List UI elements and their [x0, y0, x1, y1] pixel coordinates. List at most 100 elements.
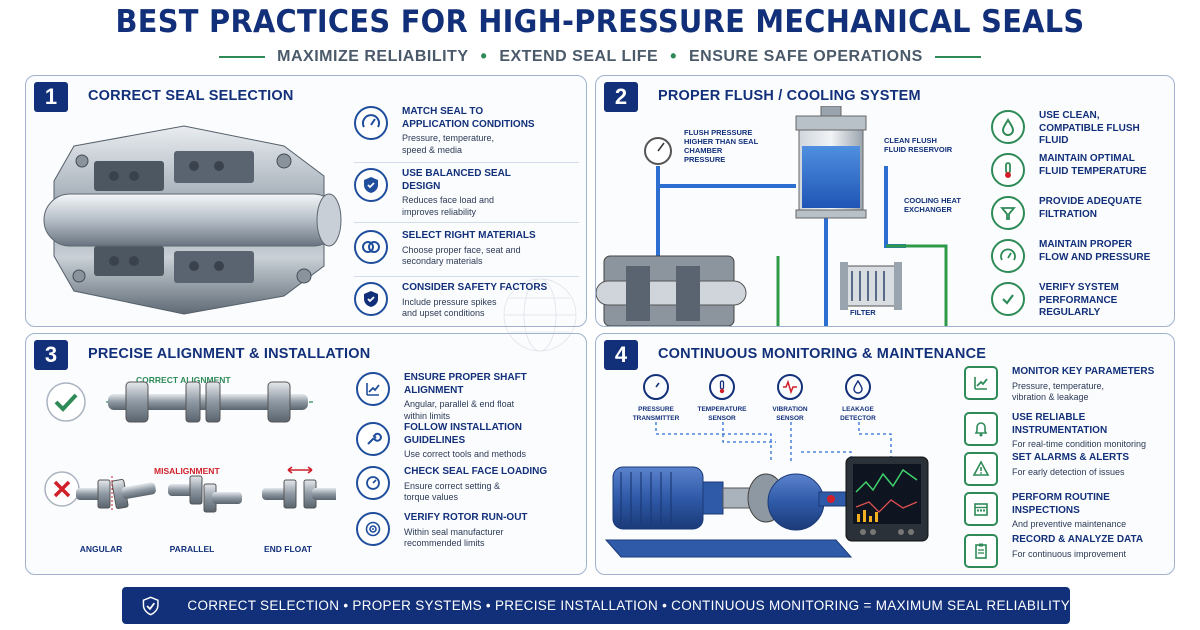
label-end-float: END FLOAT	[263, 544, 312, 554]
item-desc: Pressure, temperature, vibration & leaka…	[1012, 380, 1105, 403]
item-desc: Within seal manufacturer recommended lim…	[404, 526, 504, 549]
panel-number: 3	[34, 340, 68, 370]
label-vibration-sensor: VIBRATION SENSOR	[772, 406, 808, 422]
clipboard-icon	[964, 534, 998, 568]
filter-icon	[991, 196, 1025, 230]
item-title: SET ALARMS & ALERTS	[1012, 452, 1130, 463]
footer-text: CORRECT SELECTION • PROPER SYSTEMS • PRE…	[187, 598, 1070, 613]
label-reservoir: CLEAN FLUSH FLUID RESERVOIR	[884, 136, 953, 154]
rings-icon	[354, 230, 388, 264]
label-temperature-sensor: TEMPERATURE SENSOR	[697, 406, 747, 422]
item-desc: For real-time condition monitoring	[1012, 439, 1147, 449]
shield-check-icon	[354, 282, 388, 316]
item-desc: And preventive maintenance	[1012, 519, 1127, 529]
item-title: VERIFY ROTOR RUN-OUT	[404, 512, 528, 523]
item-title: RECORD & ANALYZE DATA	[1012, 534, 1144, 545]
droplet-icon	[845, 374, 871, 400]
list-item: MAINTAIN OPTIMAL FLUID TEMPERATURE	[991, 153, 1171, 187]
list-item: USE CLEAN, COMPATIBLE FLUSH FLUID	[991, 110, 1171, 148]
mechanical-seal-illustration	[43, 125, 342, 315]
list-item: SELECT RIGHT MATERIALS Choose proper fac…	[354, 230, 579, 268]
calendar-icon	[964, 492, 998, 526]
pump-monitoring-illustration	[604, 422, 929, 558]
item-desc: For continuous improvement	[1012, 548, 1127, 559]
list-item: VERIFY ROTOR RUN-OUT Within seal manufac…	[356, 512, 581, 550]
thermometer-icon	[991, 153, 1025, 187]
list-item: SET ALARMS & ALERTS For early detection …	[964, 452, 1169, 486]
trend-icon	[964, 366, 998, 400]
panel-2-items: USE CLEAN, COMPATIBLE FLUSH FLUID MAINTA…	[991, 110, 1171, 325]
page-subtitle: MAXIMIZE RELIABILITY • EXTEND SEAL LIFE …	[0, 46, 1200, 67]
warning-icon	[964, 452, 998, 486]
panel-flush-cooling: 2 PROPER FLUSH / COOLING SYSTEM	[595, 75, 1175, 327]
list-item: ENSURE PROPER SHAFT ALIGNMENT Angular, p…	[356, 372, 581, 422]
panel-monitoring: 4 CONTINUOUS MONITORING & MAINTENANCE PR…	[595, 333, 1175, 575]
subtitle-dot: •	[480, 46, 488, 66]
list-item: VERIFY SYSTEM PERFORMANCE REGULARLY	[991, 282, 1171, 320]
item-title: MAINTAIN PROPER FLOW AND PRESSURE	[1039, 239, 1151, 263]
trend-icon	[356, 372, 390, 406]
item-title: MATCH SEAL TO APPLICATION CONDITIONS	[402, 106, 535, 130]
list-item: CHECK SEAL FACE LOADING Ensure correct s…	[356, 466, 581, 504]
item-title: PERFORM ROUTINE INSPECTIONS	[1012, 492, 1110, 516]
label-heat-exchanger: COOLING HEAT EXCHANGER	[904, 196, 961, 214]
page-title: BEST PRACTICES FOR HIGH-PRESSURE MECHANI…	[115, 4, 1085, 40]
item-desc: Ensure correct setting & torque values	[404, 480, 501, 503]
droplet-icon	[991, 110, 1025, 144]
shield-check-icon	[142, 596, 159, 615]
dial-icon	[356, 466, 390, 500]
item-title: FOLLOW INSTALLATION GUIDELINES	[404, 422, 522, 446]
label-misalignment: MISALIGNMENT	[154, 466, 220, 476]
subtitle-item-2: EXTEND SEAL LIFE	[499, 47, 659, 65]
subtitle-dot: •	[670, 46, 677, 66]
panel-title: CONTINUOUS MONITORING & MAINTENANCE	[658, 346, 987, 362]
thermometer-icon	[709, 374, 735, 400]
item-title: USE CLEAN, COMPATIBLE FLUSH FLUID	[1039, 110, 1140, 146]
item-title: SELECT RIGHT MATERIALS	[402, 230, 536, 241]
panel-title: CORRECT SEAL SELECTION	[88, 88, 294, 104]
item-title: PROVIDE ADEQUATE FILTRATION	[1039, 196, 1142, 220]
panel-alignment: 3 PRECISE ALIGNMENT & INSTALLATION CORRE…	[25, 333, 587, 575]
item-title: ENSURE PROPER SHAFT ALIGNMENT	[404, 372, 527, 396]
panel-number: 2	[604, 82, 638, 112]
list-item: MATCH SEAL TO APPLICATION CONDITIONS Pre…	[354, 106, 579, 156]
panel-title: PRECISE ALIGNMENT & INSTALLATION	[88, 346, 371, 362]
sensor-pressure	[636, 374, 676, 400]
watermark-globe	[503, 278, 577, 352]
item-title: USE RELIABLE INSTRUMENTATION	[1012, 412, 1108, 436]
item-desc: Include pressure spikes and upset condit…	[402, 296, 497, 319]
footer-banner: CORRECT SELECTION • PROPER SYSTEMS • PRE…	[122, 587, 1070, 624]
alignment-diagram	[44, 381, 336, 513]
panel-title: PROPER FLUSH / COOLING SYSTEM	[658, 88, 921, 104]
panel-number: 1	[34, 82, 68, 112]
gauge-icon	[991, 239, 1025, 273]
check-icon	[991, 282, 1025, 316]
list-item: CONSIDER SAFETY FACTORS Include pressure…	[354, 282, 579, 320]
item-title: CONSIDER SAFETY FACTORS	[402, 282, 548, 293]
label-flush-pressure: FLUSH PRESSURE HIGHER THAN SEAL CHAMBER …	[684, 128, 759, 164]
panel-1-items: MATCH SEAL TO APPLICATION CONDITIONS Pre…	[354, 106, 579, 326]
divider	[354, 276, 579, 277]
item-title: MAINTAIN OPTIMAL FLUID TEMPERATURE	[1039, 153, 1147, 177]
subtitle-line-left	[219, 55, 266, 58]
subtitle-line-right	[934, 55, 981, 58]
item-title: MONITOR KEY PARAMETERS	[1012, 366, 1155, 377]
panel-4-items: MONITOR KEY PARAMETERS Pressure, tempera…	[964, 366, 1169, 571]
item-desc: Reduces face load and improves reliabili…	[402, 195, 495, 217]
sensor-vibration	[770, 374, 810, 400]
label-filter: FILTER	[850, 308, 876, 317]
list-item: MAINTAIN PROPER FLOW AND PRESSURE	[991, 239, 1171, 273]
gauge-icon	[643, 374, 669, 400]
label-leakage-detector: LEAKAGE DETECTOR	[840, 406, 876, 422]
list-item: MONITOR KEY PARAMETERS Pressure, tempera…	[964, 366, 1169, 404]
panel-number: 4	[604, 340, 638, 370]
wrench-icon	[356, 422, 390, 456]
sensor-leakage	[838, 374, 878, 400]
sensor-temperature	[702, 374, 742, 400]
subtitle-item-3: ENSURE SAFE OPERATIONS	[688, 47, 923, 65]
item-desc: Use correct tools and methods	[404, 449, 527, 459]
panel-3-items: ENSURE PROPER SHAFT ALIGNMENT Angular, p…	[356, 372, 581, 572]
subtitle-item-1: MAXIMIZE RELIABILITY	[277, 47, 469, 65]
item-desc: Pressure, temperature, speed & media	[402, 133, 495, 155]
gauge-icon	[354, 106, 388, 140]
